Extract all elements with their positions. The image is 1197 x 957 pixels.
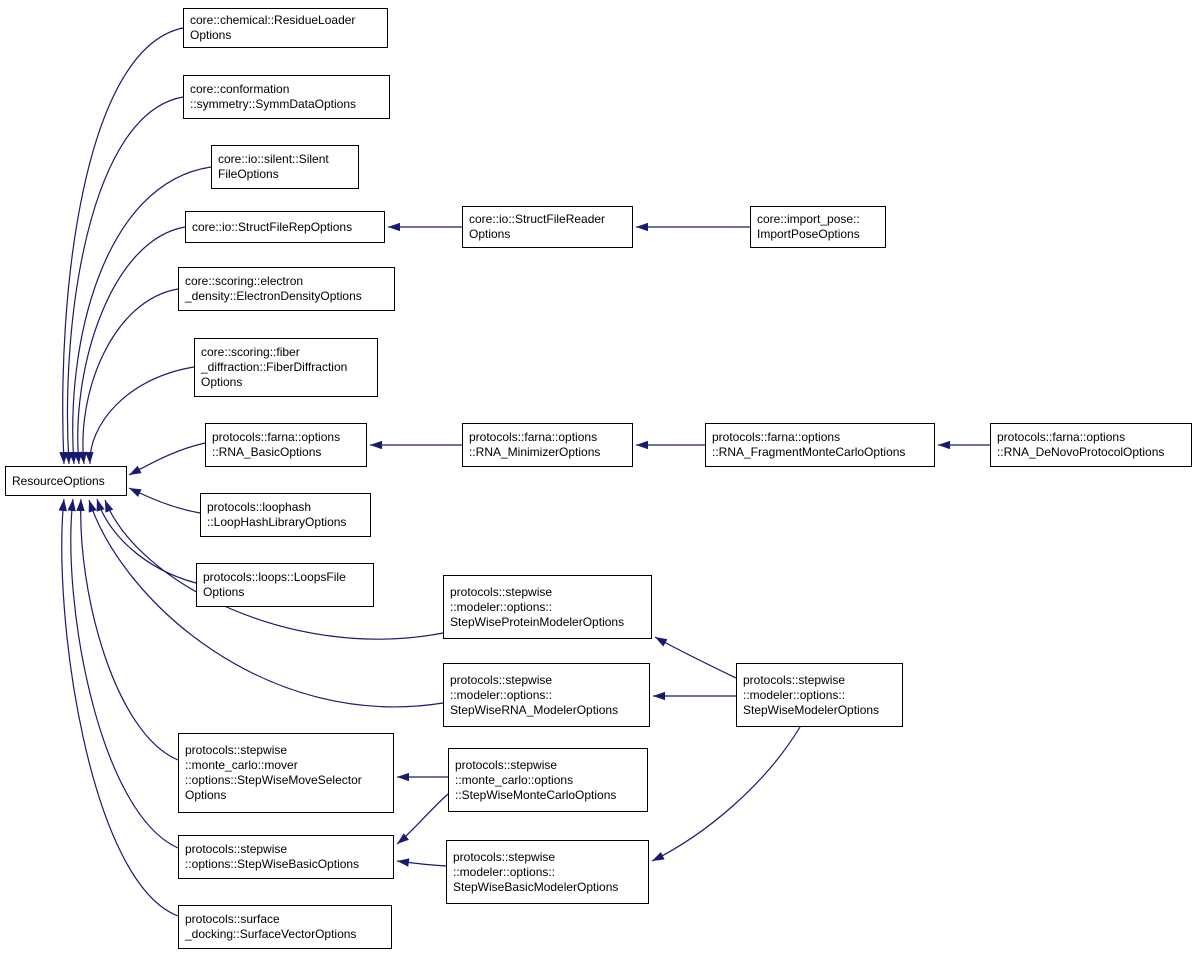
class-label-line: _density::ElectronDensityOptions xyxy=(185,289,362,303)
class-label-line: StepWiseRNA_ModelerOptions xyxy=(450,702,619,717)
node-stepwise-modeler-options[interactable]: protocols::stepwise ::modeler::options::… xyxy=(736,663,903,727)
class-label-line: ::modeler::options:: xyxy=(453,864,556,879)
node-stepwise-basic-options[interactable]: protocols::stepwise ::options::StepWiseB… xyxy=(178,835,394,879)
class-label-line: ::RNA_DeNovoProtocolOptions xyxy=(997,445,1165,459)
class-label-line: Options xyxy=(201,375,243,389)
node-rna-denovo-protocol-options[interactable]: protocols::farna::options ::RNA_DeNovoPr… xyxy=(990,423,1192,467)
class-label-line: core::io::StructFileReader xyxy=(469,212,606,226)
class-label-line: StepWiseBasicModelerOptions xyxy=(453,879,619,894)
node-rna-fragment-monte-carlo-options[interactable]: protocols::farna::options ::RNA_Fragment… xyxy=(705,423,935,467)
class-label-line: ::StepWiseMonteCarloOptions xyxy=(455,787,617,802)
edge-basic-modeler-to-stepwise-basic xyxy=(396,858,447,867)
node-resource-options[interactable]: ResourceOptions xyxy=(5,466,127,496)
class-label-line: Options xyxy=(469,227,511,241)
node-silent-file-options[interactable]: core::io::silent::Silent FileOptions xyxy=(211,145,359,189)
class-label-line: ::RNA_FragmentMonteCarloOptions xyxy=(712,445,906,459)
class-label-line: protocols::stepwise xyxy=(455,757,558,772)
class-label-line: core::io::StructFileRepOptions xyxy=(192,219,353,234)
class-label-line: protocols::farna::options xyxy=(469,430,598,444)
class-label-line: protocols::stepwise xyxy=(185,842,288,856)
node-stepwise-protein-modeler-options[interactable]: protocols::stepwise ::modeler::options::… xyxy=(443,575,652,639)
edge-struct-file-rep-to-resource xyxy=(73,226,186,465)
class-label-line: core::import_pose:: xyxy=(757,212,860,226)
class-label-line: ::symmetry::SymmDataOptions xyxy=(190,97,357,111)
node-struct-file-rep-options[interactable]: core::io::StructFileRepOptions xyxy=(185,211,385,243)
node-symm-data-options[interactable]: core::conformation ::symmetry::SymmDataO… xyxy=(183,75,390,119)
class-label-line: core::scoring::electron xyxy=(185,274,304,288)
class-label-line: ResourceOptions xyxy=(12,473,105,488)
node-loops-file-options[interactable]: protocols::loops::LoopsFile Options xyxy=(196,563,374,607)
node-import-pose-options[interactable]: core::import_pose:: ImportPoseOptions xyxy=(750,206,886,248)
class-label-line: core::chemical::ResidueLoader xyxy=(190,13,356,27)
class-label-line: ::modeler::options:: xyxy=(450,687,553,702)
class-label-line: ImportPoseOptions xyxy=(757,227,860,241)
class-label-line: protocols::stepwise xyxy=(453,849,556,864)
edge-monte-carlo-to-stepwise-basic xyxy=(396,793,449,845)
class-label-line: protocols::stepwise xyxy=(185,743,288,757)
edge-electron-density-to-resource xyxy=(78,288,179,465)
node-electron-density-options[interactable]: core::scoring::electron _density::Electr… xyxy=(178,267,395,311)
class-label-line: core::io::silent::Silent xyxy=(218,152,329,166)
class-label-line: ::modeler::options:: xyxy=(450,599,553,614)
node-residue-loader-options[interactable]: core::chemical::ResidueLoader Options xyxy=(183,8,388,48)
class-label-line: Options xyxy=(185,788,227,802)
node-surface-vector-options[interactable]: protocols::surface _docking::SurfaceVect… xyxy=(178,905,392,949)
class-label-line: StepWiseModelerOptions xyxy=(743,702,880,717)
class-label-line: StepWiseProteinModelerOptions xyxy=(450,614,625,629)
class-label-line: protocols::stepwise xyxy=(450,672,553,687)
edge-move-selector-to-resource xyxy=(76,498,179,761)
class-label-line: protocols::loophash xyxy=(207,500,312,514)
edge-fiber-diffraction-to-resource xyxy=(85,366,195,465)
node-stepwise-rna-modeler-options[interactable]: protocols::stepwise ::modeler::options::… xyxy=(443,663,650,727)
class-label-line: protocols::stepwise xyxy=(450,584,553,599)
edge-residue-loader-to-resource xyxy=(59,27,184,465)
node-rna-basic-options[interactable]: protocols::farna::options ::RNA_BasicOpt… xyxy=(205,423,367,467)
class-label-line: ::RNA_MinimizerOptions xyxy=(469,445,601,459)
class-label-line: protocols::surface xyxy=(185,912,280,926)
class-label-line: Options xyxy=(203,585,245,599)
class-label-line: ::LoopHashLibraryOptions xyxy=(207,515,347,529)
node-fiber-diffraction-options[interactable]: core::scoring::fiber _diffraction::Fiber… xyxy=(194,338,378,397)
edge-rna-basic-to-resource xyxy=(128,442,206,476)
class-label-line: protocols::farna::options xyxy=(997,430,1126,444)
edge-symm-data-to-resource xyxy=(64,96,184,465)
class-label-line: ::options::StepWiseMoveSelector xyxy=(185,773,362,787)
class-label-line: _docking::SurfaceVectorOptions xyxy=(185,927,357,941)
class-label-line: core::scoring::fiber xyxy=(201,345,300,359)
class-label-line: ::RNA_BasicOptions xyxy=(212,445,322,459)
edge-loops-file-to-resource xyxy=(96,498,197,584)
node-loop-hash-library-options[interactable]: protocols::loophash ::LoopHashLibraryOpt… xyxy=(200,493,371,537)
node-stepwise-move-selector-options[interactable]: protocols::stepwise ::monte_carlo::mover… xyxy=(178,733,394,813)
class-label-line: ::options::StepWiseBasicOptions xyxy=(185,857,360,871)
node-struct-file-reader-options[interactable]: core::io::StructFileReader Options xyxy=(462,206,633,248)
class-label-line: ::monte_carlo::options xyxy=(455,772,574,787)
class-label-line: Options xyxy=(190,28,232,42)
edge-modeler-to-protein-modeler xyxy=(654,636,737,679)
class-label-line: protocols::loops::LoopsFile xyxy=(203,570,346,584)
edge-stepwise-basic-to-resource xyxy=(67,498,179,849)
class-label-line: ::modeler::options:: xyxy=(743,687,846,702)
class-label-line: _diffraction::FiberDiffraction xyxy=(201,360,348,374)
node-stepwise-basic-modeler-options[interactable]: protocols::stepwise ::modeler::options::… xyxy=(446,840,649,904)
class-label-line: protocols::stepwise xyxy=(743,672,846,687)
edge-modeler-to-basic-modeler xyxy=(651,726,801,862)
class-label-line: core::conformation xyxy=(190,82,290,96)
edge-surface-vector-to-resource xyxy=(58,498,179,917)
node-rna-minimizer-options[interactable]: protocols::farna::options ::RNA_Minimize… xyxy=(462,423,633,467)
class-label-line: protocols::farna::options xyxy=(212,430,341,444)
class-label-line: ::monte_carlo::mover xyxy=(185,758,298,772)
class-label-line: protocols::farna::options xyxy=(712,430,841,444)
class-label-line: FileOptions xyxy=(218,167,279,181)
edge-loophash-to-resource xyxy=(128,487,201,514)
node-stepwise-monte-carlo-options[interactable]: protocols::stepwise ::monte_carlo::optio… xyxy=(448,748,648,812)
